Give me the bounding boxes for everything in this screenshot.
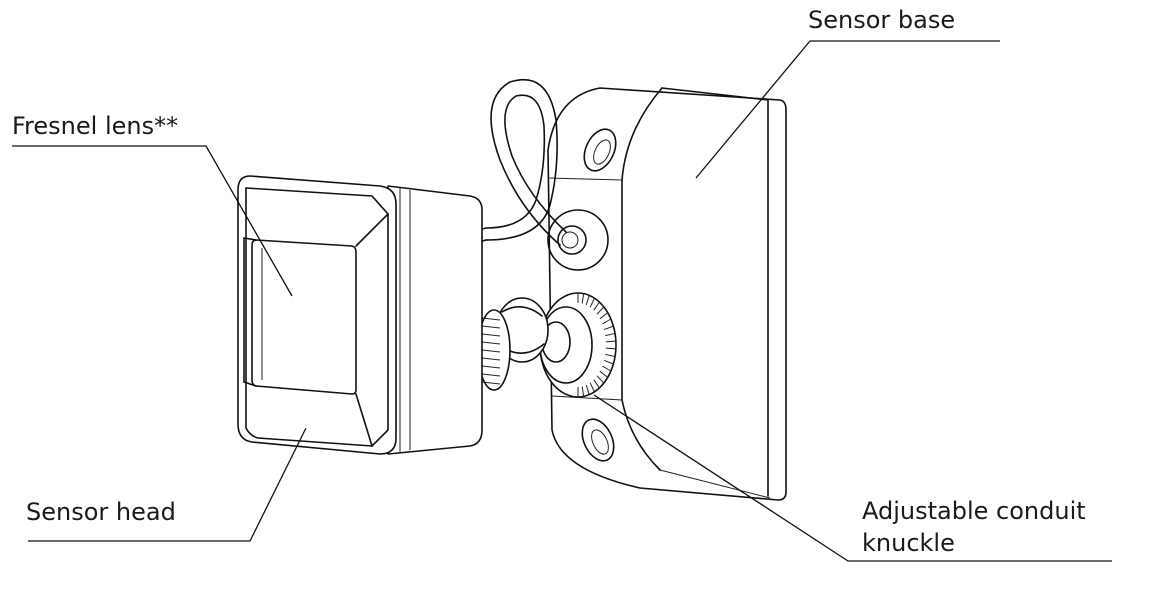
knuckle-rib (585, 384, 590, 395)
collar-rib (481, 325, 501, 329)
collar-rib (481, 373, 501, 377)
knuckle-rib (603, 359, 614, 365)
label-knuckle-line1: Adjustable conduit (862, 497, 1086, 525)
knuckle-shape (477, 292, 617, 398)
collar-rib (481, 349, 501, 353)
collar-rib (481, 341, 501, 345)
knuckle-rib (593, 301, 600, 311)
label-sensor-head: Sensor head (26, 498, 176, 526)
knuckle-rib (589, 297, 595, 308)
label-sensor-base: Sensor base (808, 6, 956, 34)
collar-rib (481, 365, 501, 369)
knuckle-rib (601, 365, 612, 372)
knuckle-rib (603, 325, 614, 331)
leader-fresnel-lens (12, 145, 293, 297)
knuckle-rib (605, 332, 616, 337)
leader-sensor-head (28, 427, 307, 542)
sensor-head-shape (237, 175, 483, 455)
leader-knuckle (593, 394, 1112, 562)
knuckle-rib (581, 293, 585, 304)
knuckle-rib (589, 382, 595, 393)
collar-rib (481, 381, 501, 385)
collar-rib (481, 357, 501, 361)
knuckle-rib (593, 379, 600, 389)
knuckle-rib (605, 353, 616, 358)
label-fresnel-lens: Fresnel lens** (12, 112, 179, 140)
collar-rib (481, 333, 501, 337)
knuckle-rib (596, 306, 605, 315)
label-adjustable-conduit-knuckle: Adjustable conduit knuckle (862, 495, 1086, 559)
collar-rib (481, 317, 501, 321)
knuckle-rib (605, 340, 616, 343)
leader-lines (12, 40, 1112, 562)
knuckle-rib (601, 318, 612, 325)
label-knuckle-line2: knuckle (862, 529, 955, 557)
knuckle-rib (596, 375, 605, 384)
knuckle-rib (599, 370, 609, 378)
leader-sensor-base (695, 40, 1000, 179)
knuckle-rib (585, 295, 590, 306)
knuckle-rib (605, 347, 616, 350)
knuckle-rib (599, 312, 609, 320)
knuckle-rib (581, 386, 585, 397)
sensor-base-shape (547, 87, 787, 501)
